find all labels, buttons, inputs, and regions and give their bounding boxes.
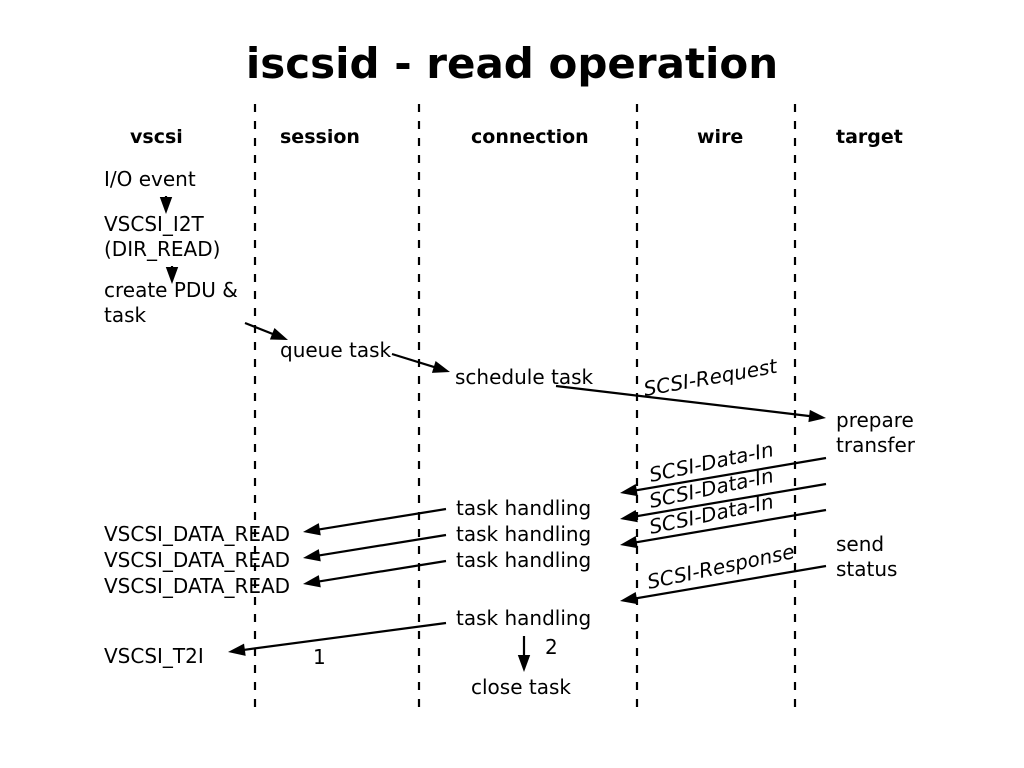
msg-task-to-close-label: 2 [545,635,558,659]
node-prepare-transfer-2: transfer [836,433,916,457]
msg-io-to-i2t-arrowhead [159,197,173,214]
node-create-pdu: create PDU & [104,278,238,302]
msg-io-to-i2t [159,196,173,214]
msg-task-to-t2i: 1 [228,621,447,669]
lane-header-session: session [280,126,360,148]
msg-task-to-read-3-line [316,559,447,583]
lane-header-connection: connection [471,126,589,148]
node-task-handling-1: task handling [456,496,591,520]
messages-group: SCSI-RequestSCSI-Data-InSCSI-Data-InSCSI… [159,196,827,672]
node-vscsi-i2t: VSCSI_I2T [104,212,205,236]
msg-task-to-read-2-arrowhead [303,549,321,562]
msg-create-to-queue-arrowhead [269,327,288,340]
msg-scsi-data-in-3-line [633,508,827,544]
node-schedule-task: schedule task [455,365,594,389]
msg-scsi-response-label: SCSI-Response [645,539,797,594]
msg-scsi-request-label: SCSI-Request [642,354,780,401]
msg-scsi-request-line [555,384,813,418]
msg-queue-to-schedule-line [391,352,437,369]
msg-task-to-read-1-line [316,507,447,531]
lifelines-group [253,104,797,716]
msg-task-to-read-1 [303,507,447,536]
msg-scsi-response-line [633,564,827,600]
node-create-pdu-task: task [104,303,147,327]
msg-scsi-data-in-1-arrowhead [620,484,638,497]
node-queue-task: queue task [280,338,392,362]
node-task-handling-3: task handling [456,548,591,572]
node-vscsi-t2i: VSCSI_T2I [104,644,204,668]
node-vscsi-data-read-2: VSCSI_DATA_READ [104,548,290,572]
msg-i2t-to-pdu [165,266,179,284]
msg-task-to-read-2-line [316,533,447,557]
msg-task-to-t2i-arrowhead [228,643,246,656]
node-send-status-2: status [836,557,897,581]
node-io-event: I/O event [104,167,196,191]
msg-scsi-response-arrowhead [620,592,638,605]
msg-task-to-t2i-label: 1 [313,645,326,669]
msg-i2t-to-pdu-arrowhead [165,267,179,284]
node-send-status: send [836,532,884,556]
msg-scsi-request-arrowhead [808,409,826,423]
msg-task-to-read-1-arrowhead [303,523,321,536]
node-prepare-transfer: prepare [836,408,914,432]
msg-scsi-data-in-2-line [633,482,827,518]
msg-task-to-t2i-line [241,621,447,652]
msg-create-to-queue [244,321,288,340]
msg-task-to-close: 2 [517,635,558,672]
lane-header-vscsi: vscsi [130,126,183,148]
page-title: iscsid - read operation [246,39,778,88]
msg-task-to-read-2 [303,533,447,562]
msg-task-to-read-3 [303,559,447,588]
node-task-handling-2: task handling [456,522,591,546]
node-vscsi-data-read-3: VSCSI_DATA_READ [104,574,290,598]
msg-scsi-request: SCSI-Request [555,354,826,423]
msg-scsi-data-in-3-arrowhead [620,536,638,549]
node-task-handling-4: task handling [456,606,591,630]
lane-headers-group: vscsi session connection wire target [130,126,903,148]
lane-header-target: target [836,126,903,148]
node-vscsi-i2t-dir: (DIR_READ) [104,237,220,261]
msg-queue-to-schedule-arrowhead [431,361,450,373]
lane-header-wire: wire [697,126,743,148]
msg-task-to-read-3-arrowhead [303,575,321,588]
msg-queue-to-schedule [391,352,450,373]
msg-scsi-data-in-1-line [633,456,827,492]
msg-create-to-queue-line [244,321,276,336]
msg-task-to-close-arrowhead [517,655,531,672]
msg-scsi-data-in-2-arrowhead [620,510,638,523]
node-vscsi-data-read-1: VSCSI_DATA_READ [104,522,290,546]
node-close-task: close task [471,675,571,699]
